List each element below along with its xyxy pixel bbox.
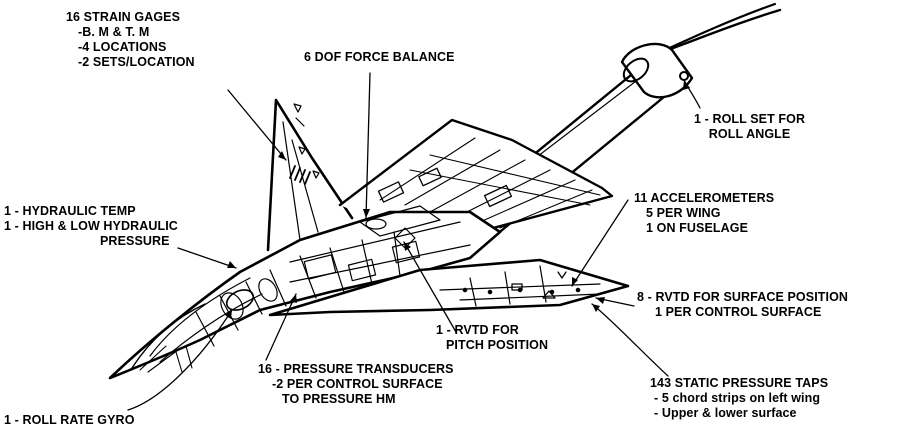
label-static-taps: 143 STATIC PRESSURE TAPS - 5 chord strip… xyxy=(650,376,828,421)
static-taps-line-3: - Upper & lower surface xyxy=(654,406,797,420)
strain-gages-line-3: -4 LOCATIONS xyxy=(78,40,167,54)
label-force-balance: 6 DOF FORCE BALANCE xyxy=(304,50,455,65)
label-strain-gages: 16 STRAIN GAGES -B. M & T. M -4 LOCATION… xyxy=(66,10,195,70)
force-balance-disk xyxy=(365,218,387,230)
roll-set-line-2: ROLL ANGLE xyxy=(708,127,791,141)
label-roll-rate-gyro: 1 - ROLL RATE GYRO xyxy=(4,413,135,428)
pressure-transducers-title: 16 - PRESSURE TRANSDUCERS xyxy=(258,362,454,376)
strain-gages-line-4: -2 SETS/LOCATION xyxy=(78,55,195,69)
strain-gages-title: 16 STRAIN GAGES xyxy=(66,10,181,24)
label-accelerometers: 11 ACCELEROMETERS 5 PER WING 1 ON FUSELA… xyxy=(634,191,774,236)
roll-rate-gyro xyxy=(225,289,255,311)
roll-rate-gyro-title: 1 - ROLL RATE GYRO xyxy=(4,413,135,427)
label-hydraulic: 1 - HYDRAULIC TEMP 1 - HIGH & LOW HYDRAU… xyxy=(4,204,178,249)
rvtd-pitch-line-2: PITCH POSITION xyxy=(446,338,549,352)
label-rvtd-pitch: 1 - RVTD FOR PITCH POSITION xyxy=(436,323,548,353)
near-wing xyxy=(268,258,630,317)
hydraulic-line-1: 1 - HYDRAULIC TEMP xyxy=(4,204,136,218)
label-roll-set: 1 - ROLL SET FOR ROLL ANGLE xyxy=(694,112,805,142)
sting-cable xyxy=(653,8,782,57)
label-rvtd-surface: 8 - RVTD FOR SURFACE POSITION 1 PER CONT… xyxy=(637,290,848,320)
accelerometers-line-3: 1 ON FUSELAGE xyxy=(646,221,749,235)
hydraulic-line-2: 1 - HIGH & LOW HYDRAULIC xyxy=(4,219,178,233)
static-taps-line-2: - 5 chord strips on left wing xyxy=(654,391,821,405)
accelerometers-line-2: 5 PER WING xyxy=(646,206,721,220)
hydraulic-line-3: PRESSURE xyxy=(100,234,170,248)
pressure-transducers-line-3: TO PRESSURE HM xyxy=(282,392,396,406)
accelerometers-title: 11 ACCELEROMETERS xyxy=(634,191,775,205)
canopy xyxy=(131,303,206,369)
vertical-tail xyxy=(266,98,354,252)
pressure-transducers-line-2: -2 PER CONTROL SURFACE xyxy=(272,377,443,391)
strain-gages-line-2: -B. M & T. M xyxy=(78,25,150,39)
roll-collar xyxy=(620,42,694,99)
rvtd-surface-line-1: 8 - RVTD FOR SURFACE POSITION xyxy=(637,290,849,304)
roll-set-line-1: 1 - ROLL SET FOR xyxy=(694,112,806,126)
rvtd-surface-line-2: 1 PER CONTROL SURFACE xyxy=(655,305,822,319)
label-pressure-transducers: 16 - PRESSURE TRANSDUCERS -2 PER CONTROL… xyxy=(258,362,454,407)
strain-gage-marks xyxy=(289,165,311,185)
static-taps-title: 143 STATIC PRESSURE TAPS xyxy=(650,376,829,390)
force-balance-title: 6 DOF FORCE BALANCE xyxy=(304,50,455,64)
rvtd-pitch-line-1: 1 - RVTD FOR xyxy=(436,323,519,337)
